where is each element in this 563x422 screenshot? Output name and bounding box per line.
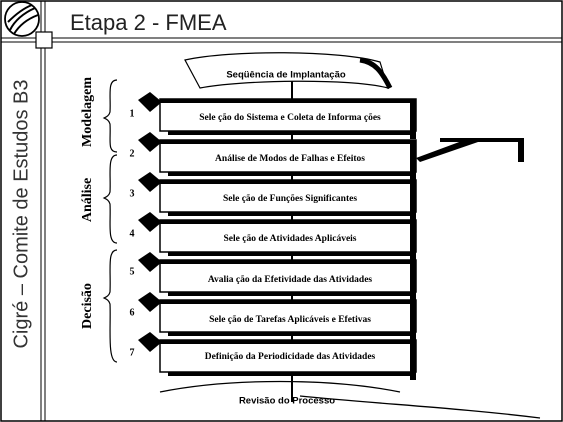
bottom-curve-2: [299, 395, 541, 419]
step-bar-2: [138, 132, 417, 180]
step-label: Sele ção do Sistema e Coleta de Informa …: [199, 113, 381, 123]
step-label: Sele ção de Tarefas Aplicáveis e Efetiva…: [209, 315, 371, 325]
step-number: 1: [129, 108, 135, 120]
step-bar-1: [138, 92, 417, 139]
step-bar-7: [138, 332, 417, 380]
step-bar-4: [138, 212, 417, 260]
bottom-curve-1: [159, 380, 401, 393]
group-label-modelagem: Modelagem: [80, 77, 95, 147]
step-bar-5: [138, 252, 417, 300]
step-number: 5: [129, 266, 135, 278]
brace-analise: [102, 154, 118, 244]
bottom-label: Revisão do Processo: [238, 395, 336, 407]
step-label: Definição da Periodicidade das Atividade…: [204, 352, 376, 362]
step-number: 2: [129, 148, 135, 160]
brace-modelagem: [102, 79, 118, 153]
step-number: 3: [129, 188, 135, 200]
step-2-extension-arrow: [416, 138, 524, 162]
group-label-analise: Análise: [80, 177, 95, 223]
step-label: Avalia ção da Efetividade das Atividades: [207, 275, 373, 285]
step-label: Sele ção de Funções Significantes: [222, 194, 358, 204]
step-bar-6: [138, 292, 417, 340]
step-number: 6: [129, 307, 135, 319]
group-label-decisao: Decisão: [80, 283, 95, 329]
top-banner: [184, 52, 393, 90]
step-label: Sele ção de Atividades Aplicáveis: [223, 234, 357, 244]
step-number: 7: [129, 347, 135, 359]
side-vertical-text: Cigré – Comite de Estudos B3: [10, 79, 33, 349]
step-number: 4: [129, 228, 135, 240]
step-bar-3: [138, 172, 417, 220]
step-label: Análise de Modos de Falhas e Efeitos: [215, 154, 365, 164]
slide-title: Etapa 2 - FMEA: [70, 10, 227, 35]
logo-icon: [4, 1, 40, 37]
brace-decisao: [102, 249, 118, 363]
frame-cross-box: [35, 31, 53, 49]
top-label: Seqüência de Implantação: [226, 69, 346, 81]
